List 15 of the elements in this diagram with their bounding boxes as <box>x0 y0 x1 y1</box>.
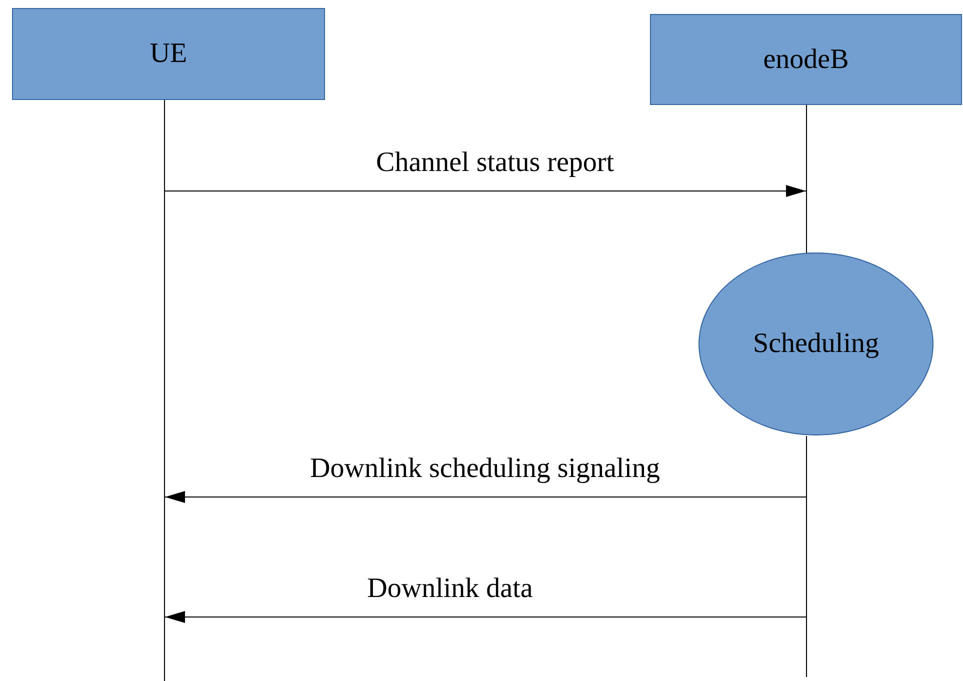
lifeline <box>806 105 807 253</box>
node-label: Scheduling <box>753 327 879 361</box>
edge-label: Channel status report <box>376 149 614 177</box>
edge-label: Downlink scheduling signaling <box>310 455 660 483</box>
node-label: enodeB <box>763 42 849 76</box>
message-arrow <box>164 491 806 503</box>
lifeline <box>164 100 165 681</box>
lifeline-box <box>650 14 962 105</box>
message-arrow <box>164 611 806 623</box>
process-ellipse <box>698 252 934 436</box>
lifeline-box <box>12 8 325 100</box>
node-label: UE <box>150 37 188 71</box>
message-arrow <box>164 185 806 197</box>
lifeline <box>806 436 807 677</box>
edge-label: Downlink data <box>367 575 533 603</box>
